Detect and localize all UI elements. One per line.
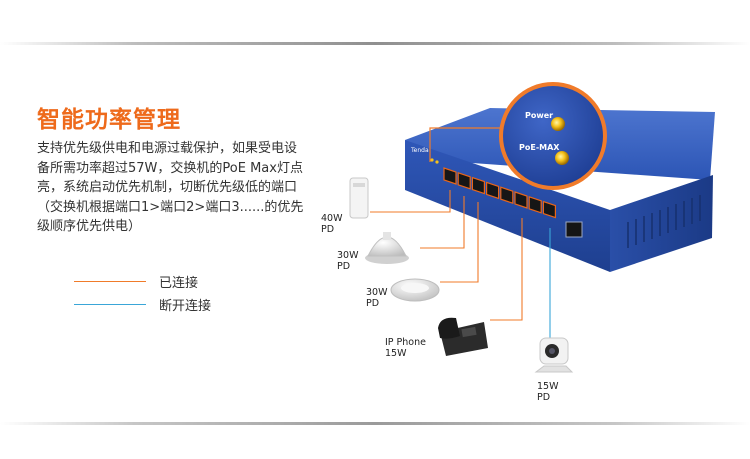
device-label-disc-ap: 30W PD bbox=[366, 287, 387, 309]
legend-disconnected-line bbox=[74, 304, 146, 305]
ethernet-port bbox=[457, 171, 471, 190]
ethernet-port bbox=[542, 200, 557, 219]
legend-disconnected-label: 断开连接 bbox=[159, 299, 212, 314]
front-led bbox=[430, 158, 434, 162]
link-port4 bbox=[490, 218, 523, 321]
device-label-camera: 15W PD bbox=[537, 381, 558, 403]
power-rating: 30W bbox=[337, 250, 359, 261]
power-led-icon bbox=[551, 117, 565, 131]
uplink-port bbox=[565, 221, 583, 238]
ethernet-port bbox=[443, 167, 457, 185]
power-rating: 30W bbox=[366, 287, 388, 298]
power-rating: 40W bbox=[321, 213, 343, 224]
device-type: IP Phone bbox=[385, 337, 426, 348]
description-line: 支持优先级供电和电源过载保护，如果受电设 bbox=[37, 141, 298, 156]
device-type: PD bbox=[321, 224, 335, 235]
device-label-ceiling-ap: 30W PD bbox=[337, 250, 358, 272]
link-port2 bbox=[420, 196, 465, 249]
ethernet-ports bbox=[443, 167, 557, 219]
indicator-callout: Power PoE-MAX bbox=[499, 82, 607, 190]
device-type: PD bbox=[366, 298, 380, 309]
callout-disc bbox=[503, 86, 603, 186]
camera-icon bbox=[534, 337, 574, 373]
device-type: PD bbox=[337, 261, 351, 272]
power-label: Power bbox=[525, 111, 553, 120]
ethernet-port bbox=[528, 195, 542, 214]
ethernet-port bbox=[486, 181, 500, 200]
front-led bbox=[435, 160, 439, 164]
power-rating: 15W bbox=[385, 348, 407, 359]
link-port1 bbox=[370, 190, 451, 213]
top-divider bbox=[0, 42, 750, 45]
ethernet-port bbox=[471, 176, 485, 195]
bottom-divider bbox=[0, 422, 750, 425]
vent-slots bbox=[627, 195, 701, 248]
ethernet-port bbox=[514, 191, 528, 209]
brand-logo: Tenda bbox=[410, 147, 429, 154]
disc-ap-icon bbox=[390, 278, 440, 302]
ip-phone-icon bbox=[438, 317, 488, 356]
ethernet-port bbox=[500, 186, 514, 205]
section-title: 智能功率管理 bbox=[37, 107, 181, 133]
connection-lines bbox=[370, 190, 551, 340]
wall-ap-icon bbox=[349, 177, 369, 219]
description-line: 亮，系统启动优先机制，切断优先级低的端口 bbox=[37, 180, 298, 196]
description-line: 级顺序优先供电） bbox=[37, 219, 142, 235]
link-port3 bbox=[440, 202, 479, 283]
callout-line bbox=[429, 127, 508, 162]
ceiling-ap-icon bbox=[365, 232, 409, 264]
device-label-ip-phone: IP Phone 15W bbox=[385, 337, 426, 359]
power-rating: 15W bbox=[537, 381, 559, 392]
description: 支持优先级供电和电源过载保护，如果受电设 备所需功率超过57W，交换机的PoE … bbox=[37, 139, 327, 237]
legend-connected-line bbox=[74, 281, 146, 282]
poe-max-led-icon bbox=[555, 151, 569, 165]
legend-connected-label: 已连接 bbox=[159, 276, 199, 291]
description-line: 备所需功率超过57W，交换机的PoE Max灯点 bbox=[37, 160, 303, 176]
description-line: （交换机根据端口1>端口2>端口3......的优先 bbox=[37, 199, 304, 215]
switch-side-face bbox=[610, 175, 713, 272]
device-label-ap-40w: 40W PD bbox=[321, 213, 342, 235]
poe-max-label: PoE-MAX bbox=[519, 143, 560, 152]
device-type: PD bbox=[537, 392, 551, 403]
